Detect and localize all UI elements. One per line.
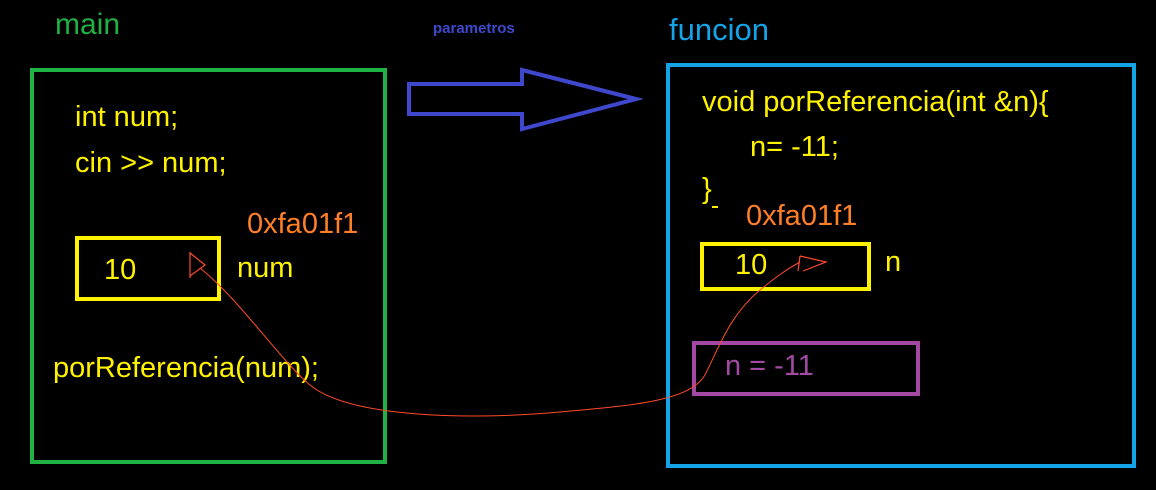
parametros-label: parametros [433, 20, 515, 37]
input-line: cin >> num; [75, 147, 227, 179]
closing-brace: } [702, 173, 712, 205]
function-scope-box [666, 63, 1136, 468]
result-text: n = -11 [725, 350, 814, 382]
right-arrow-icon [407, 67, 644, 132]
result-box [692, 341, 920, 396]
main-label: main [55, 8, 121, 41]
assignment-line: n= -11; [750, 131, 839, 163]
n-memory-cell [700, 242, 871, 291]
n-value: 10 [735, 249, 768, 281]
n-address: 0xfa01f1 [746, 200, 858, 232]
function-signature: void porReferencia(int &n){ [702, 86, 1049, 118]
num-value: 10 [104, 254, 137, 286]
pointer-marker-func [797, 255, 829, 272]
function-call-line: porReferencia(num); [53, 352, 319, 384]
pointer-marker-main [189, 252, 206, 278]
n-parameter-name: n [885, 246, 902, 278]
num-address: 0xfa01f1 [247, 208, 359, 240]
num-variable-name: num [237, 252, 294, 284]
funcion-label: funcion [669, 12, 769, 47]
reference-curve [199, 261, 801, 417]
num-memory-cell [75, 236, 221, 301]
declaration-line: int num; [75, 101, 179, 133]
main-scope-box [30, 68, 387, 464]
